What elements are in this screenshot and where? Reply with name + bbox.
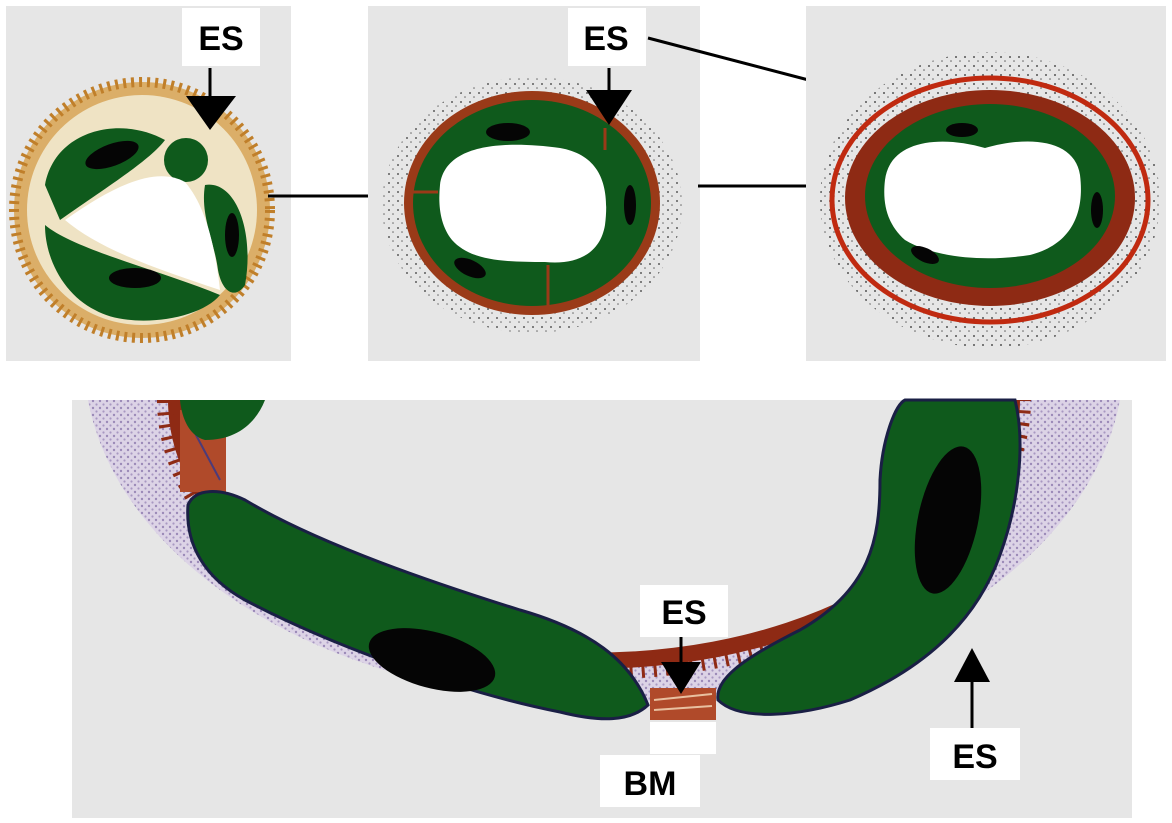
panel-detail-junction: ES ES BM bbox=[72, 400, 1132, 818]
bottom-membrane-gap bbox=[650, 722, 716, 754]
panel-1-cell-small bbox=[164, 138, 208, 182]
bottom-es-right-label: ES bbox=[952, 738, 997, 776]
panel-2-es-label: ES bbox=[583, 20, 628, 58]
bottom-junction-center bbox=[650, 688, 716, 720]
panel-3-lumen bbox=[884, 141, 1081, 258]
panel-2-nucleus-2 bbox=[624, 185, 636, 225]
panel-3-nucleus-1 bbox=[946, 123, 978, 137]
panel-2-lumen bbox=[439, 145, 606, 263]
panel-1-nucleus-3 bbox=[109, 268, 161, 288]
panel-2-nucleus-1 bbox=[486, 123, 530, 141]
panel-1-nucleus-2 bbox=[225, 213, 239, 257]
panel-1-es-label: ES bbox=[198, 20, 243, 58]
panel-stage-3 bbox=[806, 6, 1166, 361]
panel-3-nucleus-2 bbox=[1091, 192, 1103, 228]
panel-stage-1: ES bbox=[6, 6, 291, 361]
bottom-bm-label: BM bbox=[624, 765, 677, 803]
bottom-es-center-label: ES bbox=[661, 594, 706, 632]
